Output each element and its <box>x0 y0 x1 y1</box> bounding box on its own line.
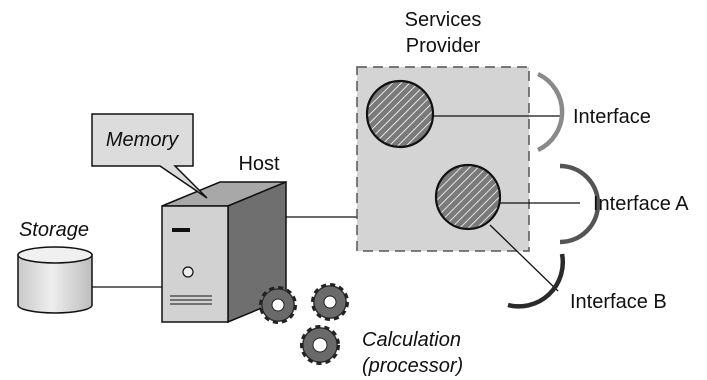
service-2-circle <box>434 163 502 231</box>
gear-icon <box>300 325 340 365</box>
interface-b-label: Interface B <box>570 291 667 313</box>
gear-icon <box>311 283 349 321</box>
services-provider-label-line2: Provider <box>406 35 481 57</box>
interface-label: Interface <box>573 106 651 128</box>
interface-b-bracket <box>507 253 565 309</box>
service-1-circle <box>365 79 435 149</box>
host-label: Host <box>238 153 280 175</box>
services-provider-label-line1: Services <box>405 9 482 31</box>
host-computer-icon <box>161 180 287 324</box>
gear-icon <box>259 286 297 324</box>
calculation-label-line2: (processor) <box>362 355 463 377</box>
memory-label: Memory <box>106 129 179 151</box>
interface-a-label: Interface A <box>593 193 689 215</box>
memory-callout <box>91 113 208 199</box>
storage-label: Storage <box>19 219 89 241</box>
storage-cylinder <box>17 246 93 314</box>
interface-bracket <box>536 71 565 153</box>
calculation-label-line1: Calculation <box>362 329 461 351</box>
service-2-interface-b-line <box>489 224 559 292</box>
interface-a-bracket <box>559 163 601 245</box>
